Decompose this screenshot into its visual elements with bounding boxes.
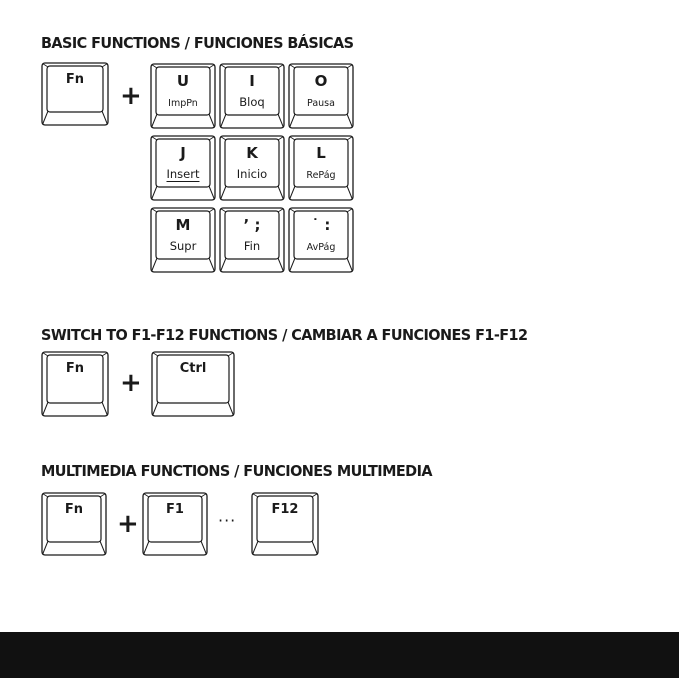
key-u: U ImpPn bbox=[150, 63, 216, 129]
key-sub-label: AvPág bbox=[288, 243, 354, 253]
key-label: Ctrl bbox=[151, 362, 235, 375]
key-f1: F1 bbox=[142, 492, 208, 556]
key-m: M Supr bbox=[150, 207, 216, 273]
key-sub-label: RePág bbox=[288, 171, 354, 181]
key-label: Fn bbox=[41, 73, 109, 86]
key-main-label: I bbox=[219, 74, 285, 89]
key-fn-multimedia: Fn bbox=[41, 492, 107, 556]
key-main-label: M bbox=[150, 218, 216, 233]
key-main-label: U bbox=[150, 74, 216, 89]
key-i: I Bloq bbox=[219, 63, 285, 129]
key-label: F1 bbox=[142, 503, 208, 516]
multimedia-functions-heading: MULTIMEDIA FUNCTIONS / FUNCIONES MULTIME… bbox=[41, 462, 432, 480]
key-main-label: L bbox=[288, 146, 354, 161]
key-ctrl: Ctrl bbox=[151, 351, 235, 417]
basic-functions-heading: BASIC FUNCTIONS / FUNCIONES BÁSICAS bbox=[41, 34, 353, 52]
key-sub-label: Insert bbox=[150, 169, 216, 181]
key-main-label: O bbox=[288, 74, 354, 89]
key-comma-semicolon: ’ ; Fin bbox=[219, 207, 285, 273]
key-main-label: J bbox=[150, 146, 216, 161]
key-label: Fn bbox=[41, 362, 109, 375]
key-k: K Inicio bbox=[219, 135, 285, 201]
key-main-label: ’ ; bbox=[219, 218, 285, 233]
key-sub-label: Pausa bbox=[288, 99, 354, 109]
key-fn-basic: Fn bbox=[41, 62, 109, 126]
key-period-colon: ˙ : AvPág bbox=[288, 207, 354, 273]
key-o: O Pausa bbox=[288, 63, 354, 129]
key-sub-label: Fin bbox=[219, 241, 285, 253]
key-sub-label: ImpPn bbox=[150, 99, 216, 109]
key-f12: F12 bbox=[251, 492, 319, 556]
key-sub-label: Supr bbox=[150, 241, 216, 253]
ellipsis: ··· bbox=[218, 513, 236, 529]
plus-sign: + bbox=[117, 511, 139, 537]
key-fn-switch: Fn bbox=[41, 351, 109, 417]
switch-functions-heading: SWITCH TO F1-F12 FUNCTIONS / CAMBIAR A F… bbox=[41, 326, 528, 344]
key-main-label: K bbox=[219, 146, 285, 161]
key-sub-label: Inicio bbox=[219, 169, 285, 181]
footer-band bbox=[0, 632, 679, 678]
key-j: J Insert bbox=[150, 135, 216, 201]
key-sub-label: Bloq bbox=[219, 97, 285, 109]
key-main-label: ˙ : bbox=[288, 218, 354, 233]
key-l: L RePág bbox=[288, 135, 354, 201]
key-label: Fn bbox=[41, 503, 107, 516]
key-label: F12 bbox=[251, 503, 319, 516]
plus-sign: + bbox=[120, 370, 142, 396]
plus-sign: + bbox=[120, 83, 142, 109]
